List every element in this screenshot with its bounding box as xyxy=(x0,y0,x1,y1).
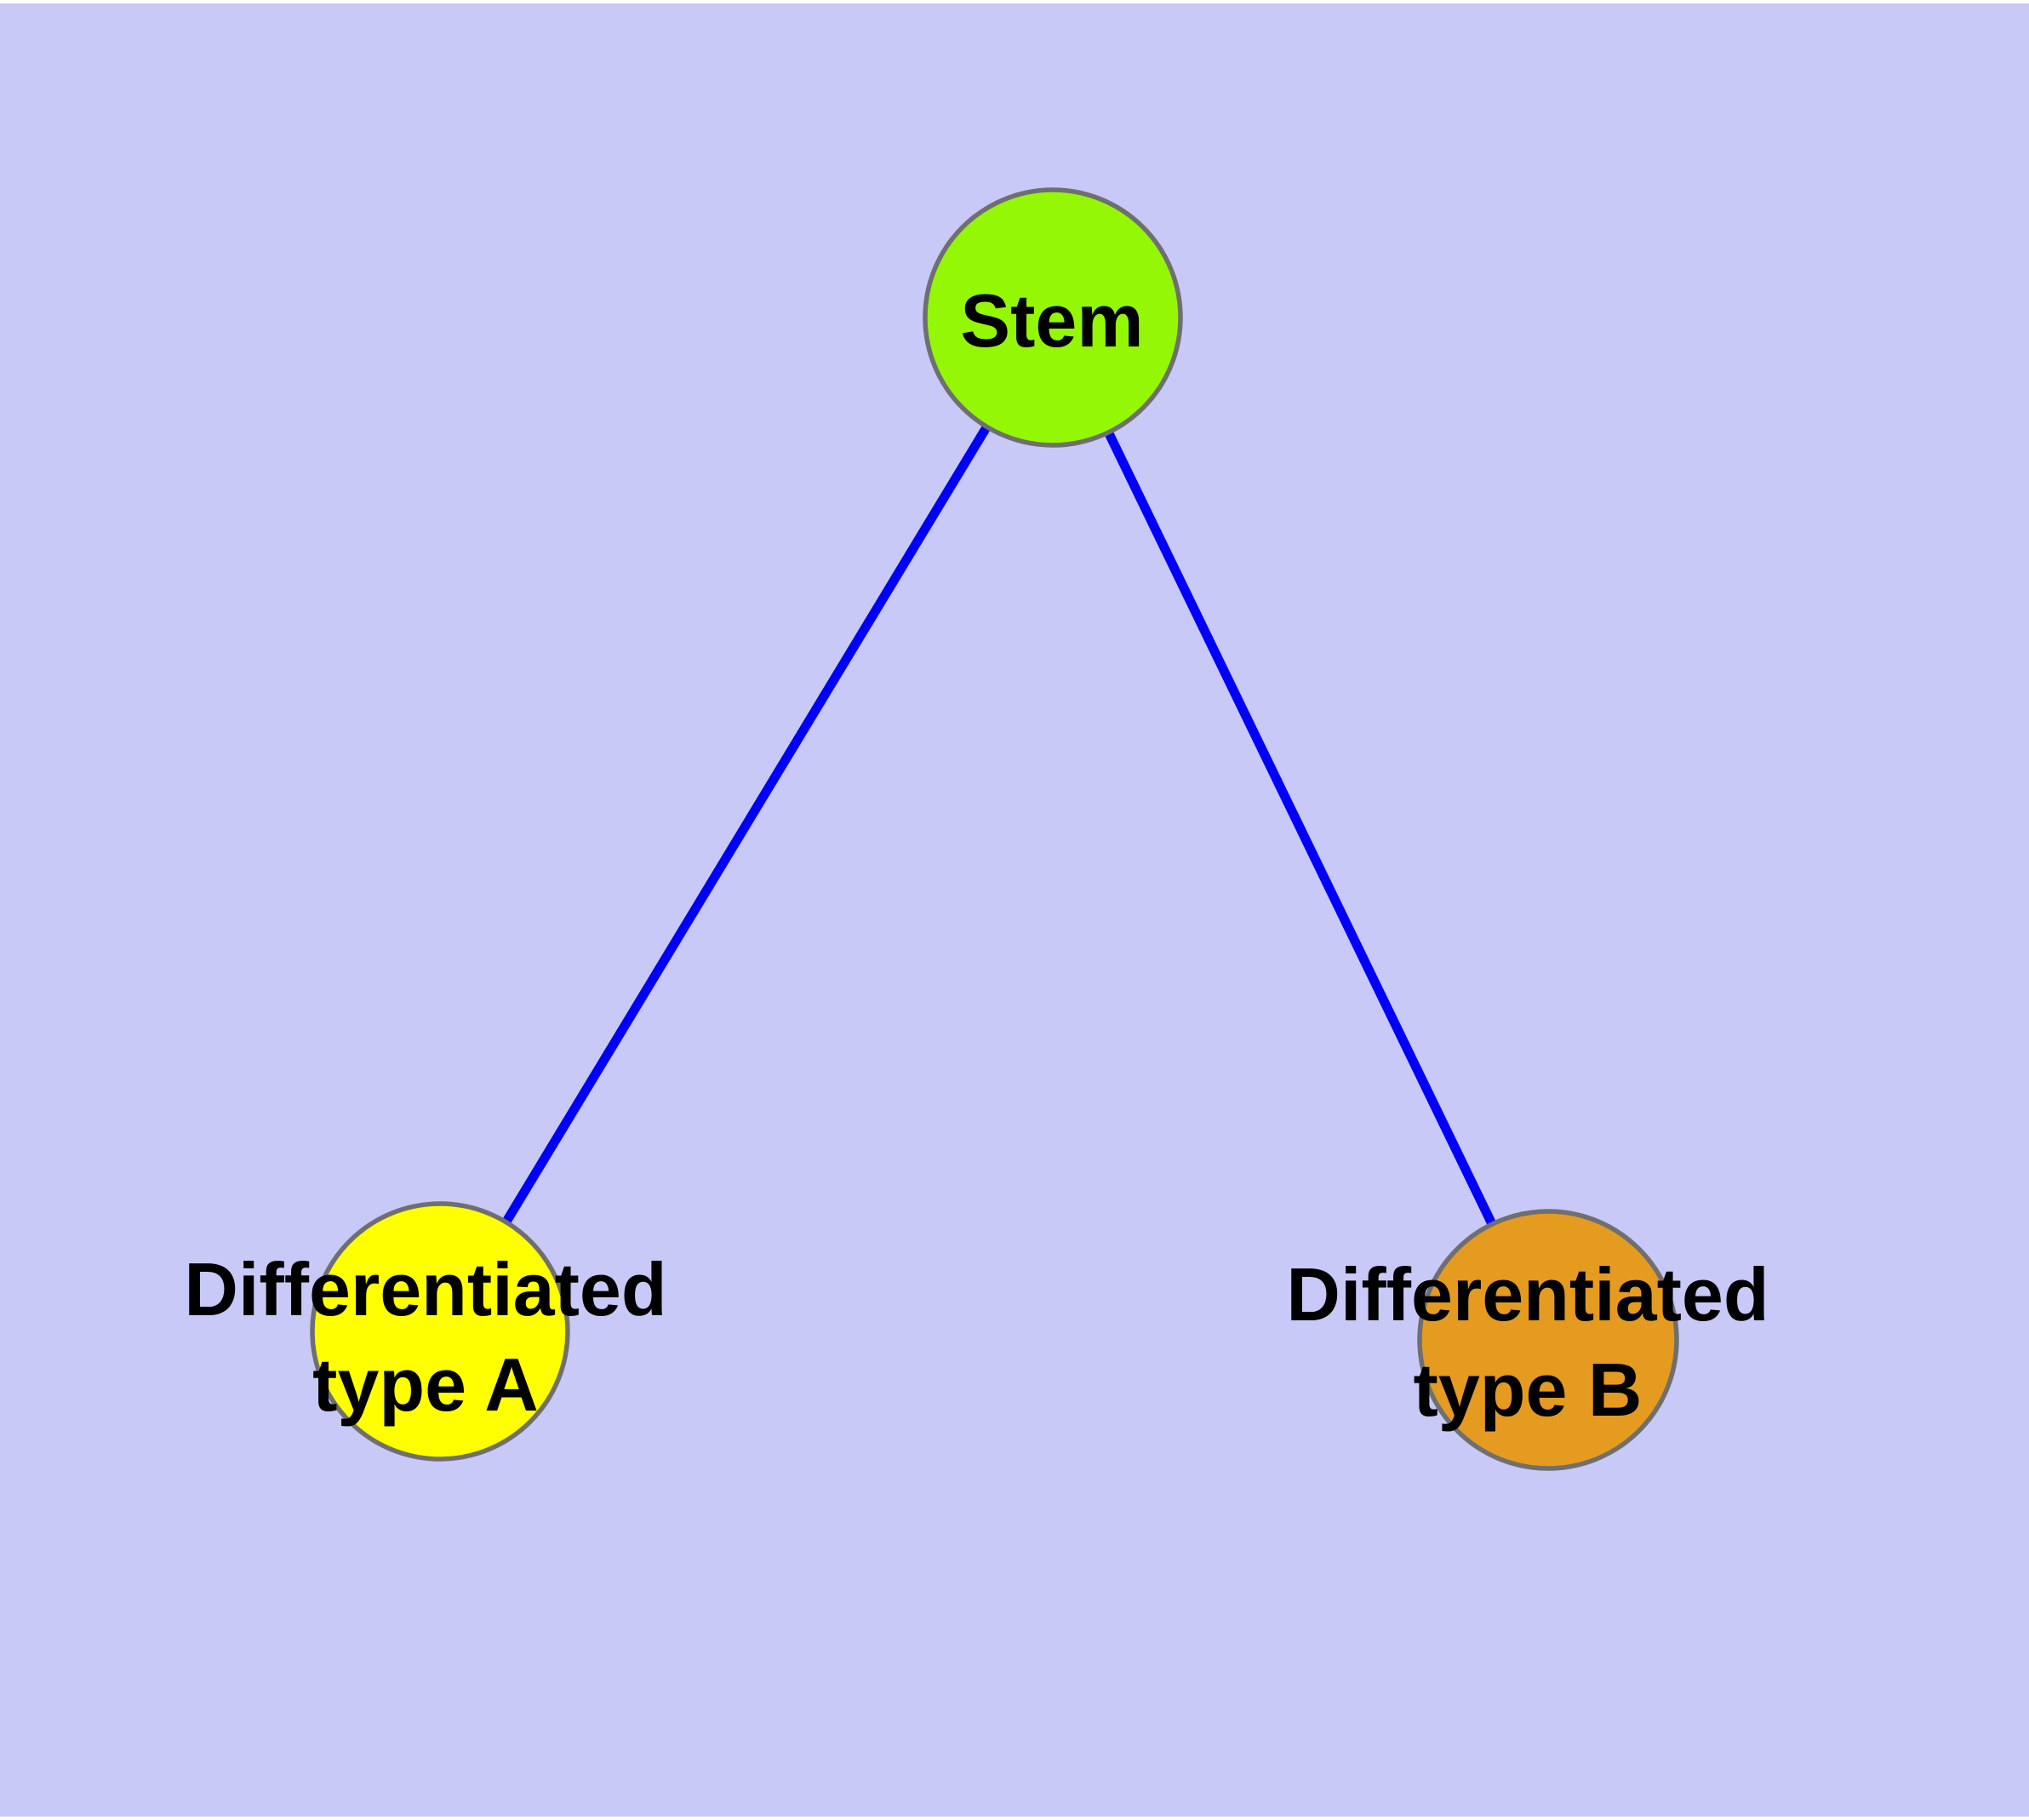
type-b-label-line-1: Differentiated xyxy=(1286,1252,1769,1336)
type-a-node-label: Differentiated type A xyxy=(184,1242,666,1433)
stem-node-circle xyxy=(923,187,1183,448)
type-a-label-line-1: Differentiated xyxy=(184,1247,667,1331)
stem-node-label: Stem xyxy=(960,278,1144,363)
type-b-node-circle xyxy=(1417,1209,1679,1471)
type-b-label-line-2: type B xyxy=(1413,1348,1643,1432)
type-a-label-line-2: type A xyxy=(312,1342,539,1427)
type-b-node-label: Differentiated type B xyxy=(1286,1247,1769,1438)
edge-stem-to-type-a xyxy=(436,315,1057,1334)
edge-stem-to-type-b xyxy=(1049,315,1552,1342)
type-a-node-circle xyxy=(310,1201,570,1462)
